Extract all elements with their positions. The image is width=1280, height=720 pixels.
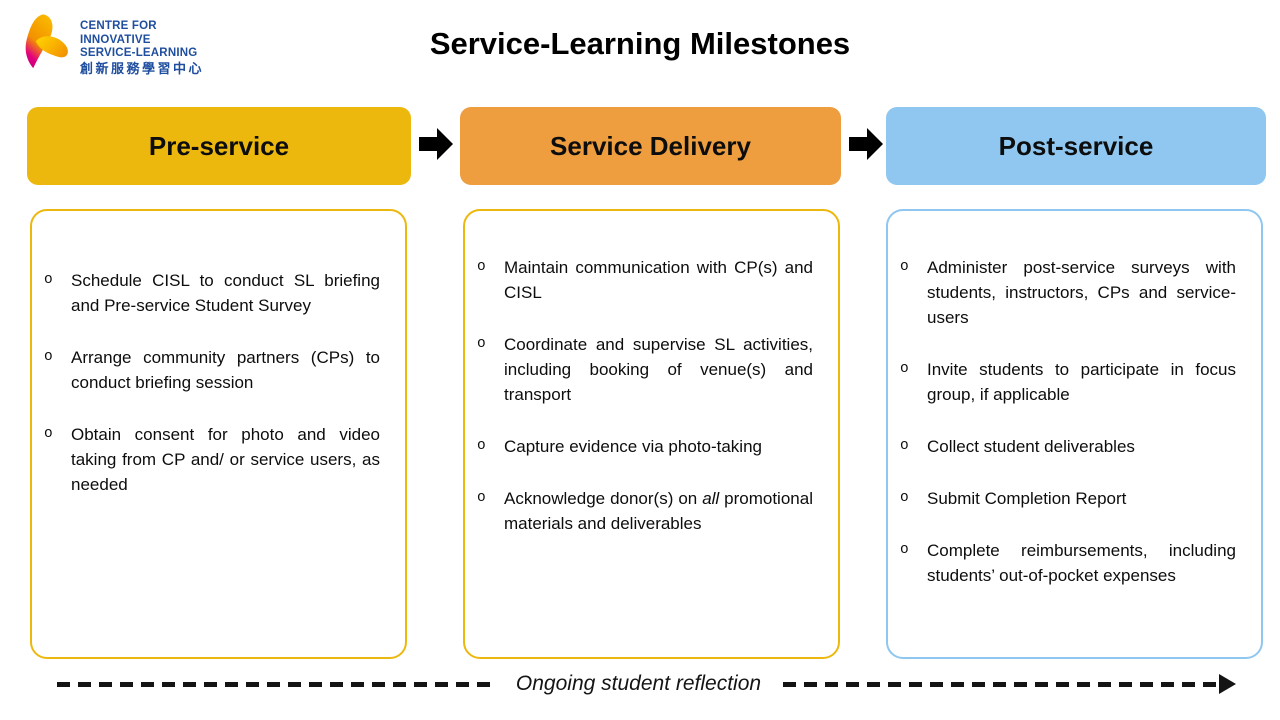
circle-bullet-icon: o [900, 438, 909, 454]
dashed-line-left [57, 681, 494, 687]
circle-bullet-icon: o [477, 490, 486, 506]
milestone-item: o Maintain communication with CP(s) and C… [465, 255, 838, 305]
reflection-label: Ongoing student reflection [515, 672, 762, 695]
milestone-text: Submit Completion Report [927, 489, 1127, 508]
dashed-line-right [783, 681, 1221, 687]
circle-bullet-icon: o [477, 336, 486, 352]
circle-bullet-icon: o [900, 542, 909, 558]
milestone-text: Maintain communication with CP(s) and CI… [504, 258, 813, 302]
milestone-text: Invite students to participate in focus … [927, 360, 1236, 404]
milestone-text: Complete reimbursements, including stude… [927, 541, 1236, 585]
milestone-item: o Submit Completion Report [888, 486, 1261, 511]
logo-line-1: CENTRE FOR [80, 20, 157, 32]
logo-line-2: INNOVATIVE [80, 33, 151, 46]
flow-arrow-icon [419, 128, 453, 160]
stage-header-pre-service: Pre-service [27, 107, 411, 185]
milestone-item: o Collect student deliverables [888, 434, 1261, 459]
cisl-logo-text: CENTRE FOR INNOVATIVE SERVICE-LEARNING 創… [80, 12, 204, 75]
ongoing-reflection-arrow: Ongoing student reflection [57, 672, 1237, 696]
circle-bullet-icon: o [44, 349, 53, 365]
cisl-logo: CENTRE FOR INNOVATIVE SERVICE-LEARNING 創… [22, 12, 204, 75]
milestone-item: o Obtain consent for photo and video taki… [32, 422, 405, 497]
milestone-text: Arrange community partners (CPs) to cond… [71, 348, 380, 392]
stage-header-post-service: Post-service [886, 107, 1266, 185]
milestone-text: Acknowledge donor(s) on all promotional … [504, 489, 813, 533]
circle-bullet-icon: o [900, 259, 909, 275]
milestone-list: o Schedule CISL to conduct SL briefing an… [32, 211, 405, 497]
milestone-item: o Administer post-service surveys with st… [888, 255, 1261, 330]
flow-arrow-icon [849, 128, 883, 160]
milestone-item: o Complete reimbursements, including stud… [888, 538, 1261, 588]
milestone-text: Capture evidence via photo-taking [504, 437, 762, 456]
milestone-list: o Administer post-service surveys with st… [888, 211, 1261, 588]
milestone-item: o Schedule CISL to conduct SL briefing an… [32, 268, 405, 318]
milestone-text: Administer post-service surveys with stu… [927, 258, 1236, 327]
milestone-item: o Arrange community partners (CPs) to con… [32, 345, 405, 395]
milestone-item: o Coordinate and supervise SL activities,… [465, 332, 838, 407]
milestone-text: Coordinate and supervise SL activities, … [504, 335, 813, 404]
milestone-text: Collect student deliverables [927, 437, 1135, 456]
milestone-list: o Maintain communication with CP(s) and C… [465, 211, 838, 536]
circle-bullet-icon: o [900, 490, 909, 506]
milestone-item: o Acknowledge donor(s) on all promotional… [465, 486, 838, 536]
circle-bullet-icon: o [900, 361, 909, 377]
logo-line-chinese: 創新服務學習中心 [80, 60, 205, 76]
logo-line-3: SERVICE-LEARNING [80, 47, 198, 59]
milestone-item: o Invite students to participate in focus… [888, 357, 1261, 407]
milestone-text: Schedule CISL to conduct SL briefing and… [71, 271, 380, 315]
circle-bullet-icon: o [44, 272, 53, 288]
cisl-logo-icon [25, 14, 68, 69]
milestone-item: o Capture evidence via photo-taking [465, 434, 838, 459]
milestone-box-service-delivery: o Maintain communication with CP(s) and C… [463, 209, 840, 659]
stage-header-service-delivery: Service Delivery [460, 107, 841, 185]
circle-bullet-icon: o [477, 259, 486, 275]
circle-bullet-icon: o [44, 426, 53, 442]
page-title: Service-Learning Milestones [429, 26, 851, 61]
circle-bullet-icon: o [477, 438, 486, 454]
milestone-text: Obtain consent for photo and video takin… [71, 425, 380, 494]
milestone-box-pre-service: o Schedule CISL to conduct SL briefing an… [30, 209, 407, 659]
arrowhead-icon [1219, 674, 1237, 694]
milestone-box-post-service: o Administer post-service surveys with st… [886, 209, 1263, 659]
